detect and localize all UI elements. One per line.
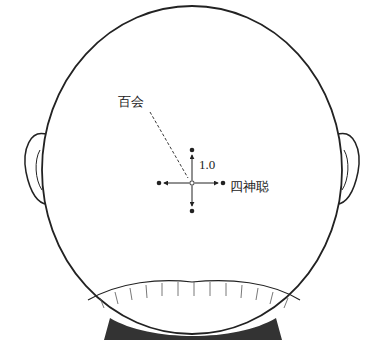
hair-hatching <box>100 282 288 308</box>
dimension-label: 1.0 <box>199 158 215 171</box>
leader-line <box>150 112 188 178</box>
point-label: 四神聪 <box>230 180 269 193</box>
hairline <box>88 281 300 300</box>
acupoints <box>157 148 226 214</box>
point-cross <box>164 155 218 206</box>
head-outline <box>42 6 342 334</box>
point-label: 百会 <box>118 95 144 108</box>
